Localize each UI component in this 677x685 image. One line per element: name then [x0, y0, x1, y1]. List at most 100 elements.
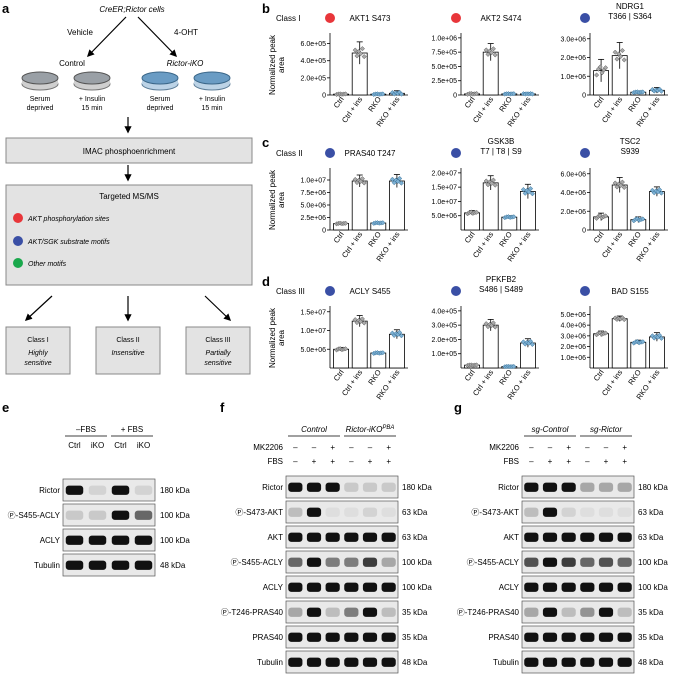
data-point [397, 329, 403, 336]
blot-band [88, 560, 107, 570]
blot-band [306, 657, 322, 667]
group-label: sg-Rictor [590, 425, 622, 434]
blot-kda-label: 48 kDa [638, 658, 664, 667]
blot-band [288, 657, 303, 667]
data-point [511, 363, 517, 370]
data-point [603, 330, 609, 336]
category-label: Ctrl [332, 95, 346, 110]
data-point [619, 47, 625, 54]
category-label: Ctrl [592, 230, 606, 245]
y-tick-label: 0 [453, 93, 457, 100]
blot-band [617, 557, 632, 567]
class-dot [325, 148, 335, 158]
y-tick-label: 5.0e+06 [301, 347, 327, 354]
data-point [354, 53, 360, 59]
blot-band [325, 657, 340, 667]
blot-band [325, 582, 340, 592]
y-tick-label: 0 [322, 93, 326, 100]
blot-band [617, 532, 632, 542]
category-label: Ctrl [592, 95, 606, 110]
fbs-sign: + [368, 457, 373, 466]
blot-band [362, 582, 378, 592]
blot-band [524, 532, 539, 542]
y-tick-label: 3.0e+06 [561, 36, 587, 43]
data-point [529, 191, 535, 197]
blot-kda-label: 100 kDa [160, 536, 190, 545]
blot-band [344, 657, 359, 667]
blot-band [524, 657, 539, 667]
mk2206-sign: + [386, 443, 391, 452]
blot-band [362, 532, 378, 542]
bar [370, 352, 387, 369]
blot-band [598, 507, 614, 517]
blot-band [580, 482, 595, 492]
mk2206-sign: + [566, 443, 571, 452]
blot-band [288, 482, 303, 492]
dish-iko-serum [141, 71, 179, 91]
data-point [603, 213, 609, 219]
blot-band [561, 607, 576, 617]
blot-band [598, 482, 614, 492]
mk2206-sign: – [585, 443, 590, 452]
data-point [359, 176, 365, 182]
data-point [395, 178, 401, 184]
blot-strip [521, 600, 635, 624]
data-point [511, 214, 517, 220]
blot-band [524, 482, 539, 492]
blot-band [381, 607, 396, 617]
y-tick-label: 4.0e+06 [561, 323, 587, 330]
group-label: sg-Control [532, 425, 569, 434]
blot-band [561, 482, 576, 492]
blot-band [580, 607, 595, 617]
rictor-iko-label: Rictor-iKO [167, 59, 204, 68]
blot-row-label: Ⓟ-T246-PRAS40 [221, 608, 284, 617]
blot-row-label: Rictor [262, 483, 283, 492]
class-dot [580, 13, 590, 23]
blot-kda-label: 100 kDa [160, 511, 190, 520]
blot-band [325, 507, 340, 517]
panel-letter-g: g [454, 400, 462, 415]
fbs-sign: + [548, 457, 553, 466]
blot-band [561, 632, 576, 642]
group-label: Rictor-iKOPBA [346, 425, 395, 434]
blot-band [344, 632, 359, 642]
fbs-sign: + [330, 457, 335, 466]
class-dot [325, 13, 335, 23]
blot-band [524, 607, 539, 617]
y-tick-label: 2.0e+05 [301, 75, 327, 82]
blot-band [88, 535, 107, 545]
blot-kda-label: 63 kDa [402, 508, 428, 517]
y-tick-label: 2.0e+06 [561, 55, 587, 62]
blot-band [542, 657, 558, 667]
blot-band [362, 557, 378, 567]
blot-row-label: Tubulin [257, 658, 283, 667]
blot-kda-label: 35 kDa [638, 608, 664, 617]
blot-band [111, 560, 130, 570]
class-i-l1: Highly [28, 350, 48, 357]
blot-band [561, 582, 576, 592]
msms-box [5, 184, 253, 286]
blot-band [306, 482, 322, 492]
y-tick-label: 2.0e+06 [561, 344, 587, 351]
chart-title-2: S486 | S489 [479, 285, 523, 294]
blot-kda-label: 180 kDa [402, 483, 432, 492]
bar [482, 324, 499, 369]
blot-band [306, 532, 322, 542]
class-ii-name: Class II [116, 337, 139, 344]
data-point [612, 49, 618, 55]
data-point [612, 180, 618, 186]
blot-band [617, 582, 632, 592]
blot-kda-label: 63 kDa [638, 533, 664, 542]
chart-title-2: T366 | S364 [608, 12, 652, 21]
vehicle-label: Vehicle [67, 28, 93, 37]
data-point [492, 52, 498, 58]
y-tick-label: 6.0e+06 [561, 171, 587, 178]
blot-band [598, 582, 614, 592]
bar [351, 180, 368, 231]
blot-band [362, 657, 378, 667]
class-dot [451, 148, 461, 158]
blot-band [65, 510, 84, 520]
data-point [343, 91, 349, 97]
